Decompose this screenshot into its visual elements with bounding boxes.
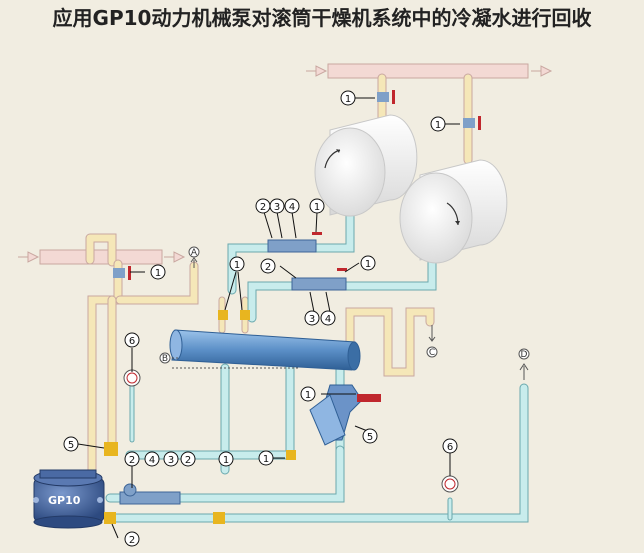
svg-text:B: B bbox=[162, 354, 168, 364]
steam-out-arrow-left bbox=[164, 251, 186, 263]
connection-point-d: D bbox=[518, 348, 530, 380]
steam-supply-pipes bbox=[85, 73, 473, 475]
svg-text:6: 6 bbox=[447, 442, 453, 453]
gp10-pump: GP10 bbox=[33, 469, 105, 529]
callout-11: 3 bbox=[304, 310, 320, 326]
left-steam-header bbox=[39, 249, 163, 265]
svg-text:4: 4 bbox=[325, 314, 331, 325]
svg-text:3: 3 bbox=[168, 455, 174, 466]
callout-12: 4 bbox=[320, 310, 336, 326]
valve-left-header[interactable] bbox=[113, 266, 131, 280]
svg-text:2: 2 bbox=[129, 455, 135, 466]
svg-text:D: D bbox=[521, 350, 528, 360]
valve-top-1[interactable] bbox=[377, 90, 395, 104]
callout-4: 3 bbox=[269, 198, 285, 214]
callout-2: 1 bbox=[430, 116, 446, 132]
callout-19: 4 bbox=[144, 451, 160, 467]
steam-in-arrow-left bbox=[18, 251, 40, 263]
callout-8: 1 bbox=[229, 256, 245, 272]
dryer-drum-2 bbox=[399, 159, 508, 264]
callout-16: 5 bbox=[362, 428, 378, 444]
valve-drum1-line[interactable] bbox=[267, 232, 322, 253]
svg-text:2: 2 bbox=[185, 455, 191, 466]
svg-text:3: 3 bbox=[274, 202, 280, 213]
svg-text:4: 4 bbox=[149, 455, 155, 466]
svg-text:C: C bbox=[429, 348, 435, 358]
callout-7: 1 bbox=[150, 264, 166, 280]
steam-in-arrow-top bbox=[306, 65, 328, 77]
pump-label: GP10 bbox=[48, 494, 81, 507]
callout-23: 1 bbox=[258, 450, 274, 466]
connection-point-c: C bbox=[426, 325, 438, 358]
flash-separator bbox=[169, 329, 361, 371]
svg-text:2: 2 bbox=[260, 202, 266, 213]
callout-14: 6 bbox=[124, 332, 140, 348]
callouts: 1 1 2 3 4 1 1 1 2 1 3 4 1 6 1 5 5 2 4 3 … bbox=[63, 90, 458, 547]
callout-17: 5 bbox=[63, 436, 79, 452]
callout-6: 1 bbox=[309, 198, 325, 214]
svg-text:3: 3 bbox=[309, 314, 315, 325]
svg-text:2: 2 bbox=[265, 262, 271, 273]
svg-text:1: 1 bbox=[234, 260, 240, 271]
top-steam-header bbox=[327, 63, 529, 79]
callout-9: 2 bbox=[260, 258, 276, 274]
callout-20: 3 bbox=[163, 451, 179, 467]
valve-top-2[interactable] bbox=[463, 116, 481, 130]
sight-glass-left bbox=[104, 442, 118, 456]
callout-22: 1 bbox=[218, 451, 234, 467]
svg-text:1: 1 bbox=[263, 454, 269, 465]
svg-text:1: 1 bbox=[155, 268, 161, 279]
svg-text:1: 1 bbox=[305, 390, 311, 401]
svg-text:1: 1 bbox=[314, 202, 320, 213]
svg-text:1: 1 bbox=[365, 259, 371, 270]
pump-trap bbox=[309, 384, 381, 446]
leader-lines bbox=[77, 97, 460, 539]
valve-drum2-line[interactable] bbox=[291, 268, 347, 291]
callout-10: 1 bbox=[360, 255, 376, 271]
connection-point-a: A bbox=[188, 246, 200, 268]
svg-text:2: 2 bbox=[129, 535, 135, 546]
svg-text:6: 6 bbox=[129, 336, 135, 347]
callout-24: 6 bbox=[442, 438, 458, 454]
callout-3: 2 bbox=[255, 198, 271, 214]
steam-out-arrow-top bbox=[531, 65, 553, 77]
dryer-drum-1 bbox=[314, 114, 418, 217]
svg-text:A: A bbox=[191, 248, 198, 258]
svg-text:1: 1 bbox=[345, 94, 351, 105]
callout-21: 2 bbox=[180, 451, 196, 467]
connection-point-b: B bbox=[159, 352, 300, 369]
vent-fittings bbox=[104, 310, 296, 524]
gauge-left bbox=[123, 369, 141, 387]
svg-text:5: 5 bbox=[367, 432, 373, 443]
callout-13: 1 bbox=[300, 386, 316, 402]
diagram-title: 应用GP10动力机械泵对滚筒干燥机系统中的冷凝水进行回收 bbox=[52, 6, 592, 30]
callout-25: 2 bbox=[124, 531, 140, 547]
callout-1: 1 bbox=[340, 90, 356, 106]
svg-text:5: 5 bbox=[68, 440, 74, 451]
callout-18: 2 bbox=[124, 451, 140, 467]
pump-inlet-valves[interactable] bbox=[119, 483, 181, 505]
svg-text:4: 4 bbox=[289, 202, 295, 213]
callout-5: 4 bbox=[284, 198, 300, 214]
gauge-right bbox=[441, 475, 459, 493]
svg-text:1: 1 bbox=[435, 120, 441, 131]
svg-text:1: 1 bbox=[223, 455, 229, 466]
